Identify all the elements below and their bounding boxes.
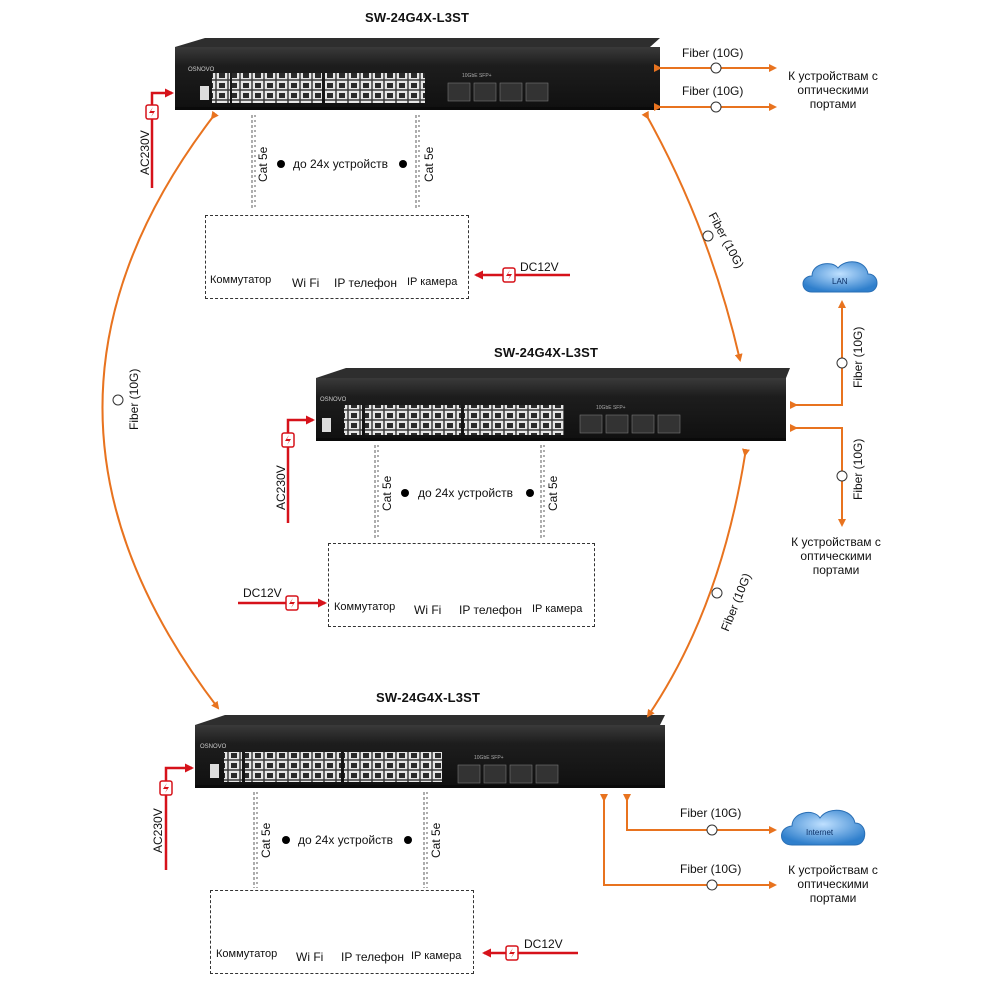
switch-1-title: SW-24G4X-L3ST: [365, 10, 470, 25]
power-lines: [150, 88, 578, 958]
switch-1-device: [175, 38, 660, 110]
device-box-3: Коммутатор Wi Fi IP телефон IP камера: [210, 890, 474, 974]
device-label-wifi: Wi Fi: [296, 950, 324, 964]
switch-3-title: SW-24G4X-L3ST: [376, 690, 481, 705]
fiber-label-s2-optic: Fiber (10G): [851, 438, 865, 500]
dc12-label-1: DC12V: [520, 260, 559, 274]
fiber-label-s3-optic: Fiber (10G): [680, 862, 742, 876]
device-label-phone: IP телефон: [459, 603, 522, 617]
device-label-wifi: Wi Fi: [292, 276, 320, 290]
device-label-camera: IP камера: [532, 603, 583, 615]
fiber-links: [101, 64, 846, 889]
cat5e-label-3b: Cat 5e: [429, 822, 443, 858]
fiber-label-lan: Fiber (10G): [851, 326, 865, 388]
device-label-camera: IP камера: [407, 276, 458, 288]
device-label-phone: IP телефон: [334, 276, 397, 290]
power-bolt-icons: [145, 104, 519, 961]
dc12-label-2: DC12V: [243, 586, 282, 600]
device-label-phone: IP телефон: [341, 950, 404, 964]
fiber-connectors: [112, 62, 848, 891]
switch-2-sfp-label: 10GbE SFP+: [596, 405, 626, 411]
cat5e-label-2a: Cat 5e: [380, 475, 394, 511]
switch-3-device: [195, 715, 665, 788]
device-label-switch: Коммутатор: [334, 601, 396, 613]
cat5e-label-2b: Cat 5e: [546, 475, 560, 511]
up-to-24-label-3: до 24х устройств: [298, 833, 393, 847]
cat5e-label-1b: Cat 5e: [422, 146, 436, 182]
cat5e-cables: [251, 115, 545, 888]
ac230-label-2: AC230V: [274, 465, 288, 510]
switch-3-sfp-label: 10GbE SFP+: [474, 755, 504, 761]
lan-cloud-icon: [802, 261, 878, 293]
lan-label: LAN: [832, 277, 848, 286]
dc12-label-3: DC12V: [524, 937, 563, 951]
fiber-label-left-arc: Fiber (10G): [127, 368, 141, 430]
switch-1-sfp-label: 10GbE SFP+: [462, 73, 492, 79]
fiber-label-internet: Fiber (10G): [680, 806, 742, 820]
bullet-dots: [277, 160, 534, 844]
cat5e-label-3a: Cat 5e: [259, 822, 273, 858]
up-to-24-label-1: до 24х устройств: [293, 157, 388, 171]
device-label-wifi: Wi Fi: [414, 603, 442, 617]
up-to-24-label-2: до 24х устройств: [418, 486, 513, 500]
fiber-label-1b: Fiber (10G): [682, 84, 744, 98]
switch-2-device: [316, 368, 790, 441]
switch-3-brand: OSNOVO: [200, 744, 227, 750]
cat5e-label-1a: Cat 5e: [256, 146, 270, 182]
device-label-switch: Коммутатор: [210, 274, 272, 286]
ac230-label-3: AC230V: [151, 808, 165, 853]
internet-cloud-icon: [781, 809, 866, 846]
internet-label: Internet: [806, 828, 834, 837]
switch-2-brand: OSNOVO: [320, 397, 347, 403]
device-label-camera: IP камера: [411, 950, 462, 962]
switch-1-brand: OSNOVO: [188, 67, 215, 73]
fiber-label-1a: Fiber (10G): [682, 46, 744, 60]
device-box-1: Коммутатор Wi Fi IP телефон IP камера: [205, 215, 469, 299]
device-label-switch: Коммутатор: [216, 948, 278, 960]
device-box-2: Коммутатор Wi Fi IP телефон IP камера: [328, 543, 595, 627]
switch-2-title: SW-24G4X-L3ST: [494, 345, 599, 360]
ac230-label-1: AC230V: [138, 130, 152, 175]
